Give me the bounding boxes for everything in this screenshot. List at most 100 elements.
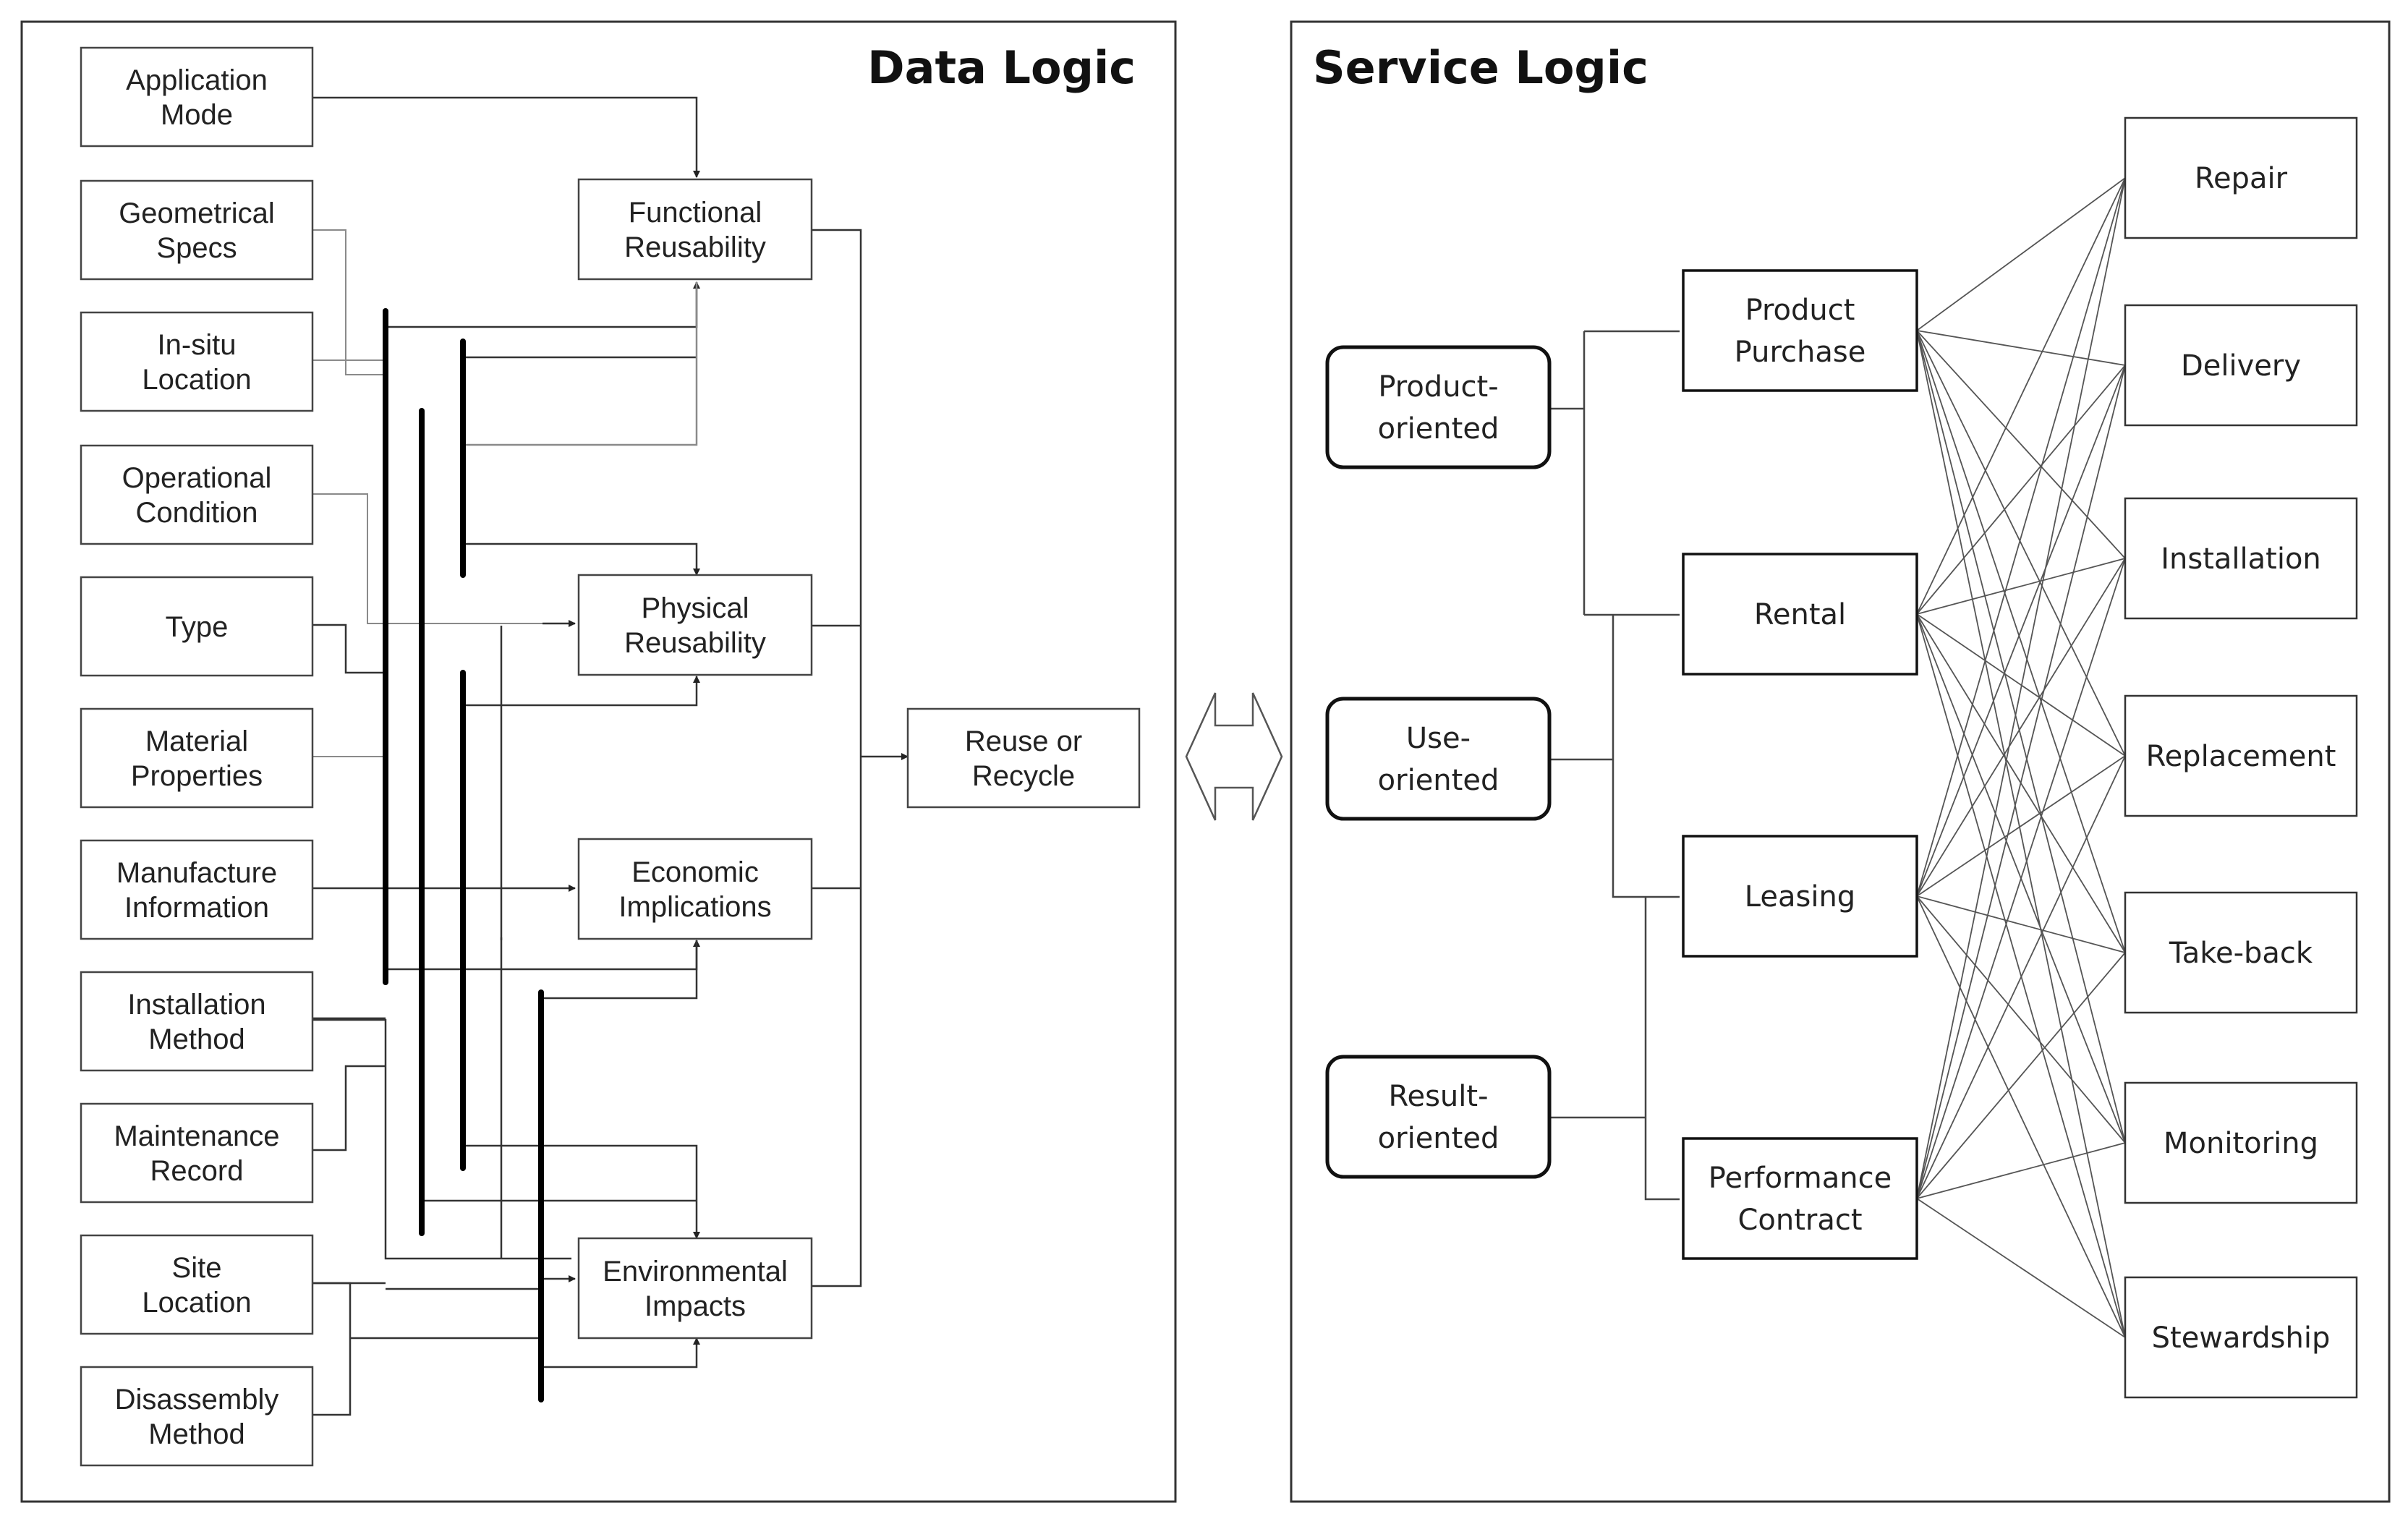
model-box-purchase-frame bbox=[1682, 269, 1918, 392]
input-box-app-mode-label-line: Mode bbox=[161, 99, 233, 131]
input-box-app-mode-label-line: Application bbox=[126, 64, 268, 96]
service-logic-title: Service Logic bbox=[1313, 41, 1648, 94]
input-box-in-situ-label-line: In-situ bbox=[158, 329, 237, 361]
input-box-manufacture-label-line: Manufacture bbox=[116, 857, 277, 889]
input-box-type-frame bbox=[80, 576, 314, 677]
model-box-performance-frame bbox=[1682, 1137, 1918, 1260]
service-box-installation-frame bbox=[2124, 497, 2358, 620]
outcome-box-environmental-frame bbox=[577, 1237, 813, 1340]
model-box-leasing: Leasing bbox=[1682, 835, 1918, 958]
model-box-leasing-label-line: Leasing bbox=[1745, 880, 1855, 914]
orientation-box-result-oriented-frame bbox=[1325, 1055, 1552, 1179]
service-box-takeback-label-line: Take-back bbox=[2169, 937, 2313, 970]
cross-link-line bbox=[1916, 330, 2126, 1144]
input-box-geo-specs-frame bbox=[80, 179, 314, 281]
input-box-install-method-frame bbox=[80, 971, 314, 1072]
input-box-material-label-line: Properties bbox=[131, 760, 263, 792]
input-box-in-situ-label-line: Location bbox=[142, 364, 251, 396]
input-box-disassembly-frame bbox=[80, 1366, 314, 1467]
data-logic-bus-bars bbox=[383, 308, 544, 1402]
service-box-installation: Installation bbox=[2124, 497, 2358, 620]
outcome-box-physical-label-line: Reusability bbox=[624, 627, 766, 659]
model-box-leasing-frame bbox=[1682, 835, 1918, 958]
input-box-type-label-line: Type bbox=[166, 611, 229, 643]
service-box-repair: Repair bbox=[2124, 116, 2358, 239]
service-box-delivery-frame bbox=[2124, 304, 2358, 427]
service-box-monitoring-label-line: Monitoring bbox=[2164, 1127, 2318, 1160]
model-box-purchase-label-line: Product bbox=[1745, 294, 1855, 327]
cross-link-line bbox=[1916, 330, 2126, 559]
data-logic-title: Data Logic bbox=[867, 41, 1136, 94]
service-logic-connectors bbox=[1549, 330, 1680, 1201]
reuse-or-recycle-box-label-line: Reuse or bbox=[965, 725, 1082, 757]
cross-link-line bbox=[1916, 365, 2126, 615]
model-box-purchase-label-line: Purchase bbox=[1735, 336, 1866, 369]
service-box-replacement-label-line: Replacement bbox=[2146, 740, 2336, 773]
cross-link-line bbox=[1916, 177, 2126, 615]
input-box-manufacture-label-line: Information bbox=[124, 892, 269, 924]
orientation-box-result-oriented-label-line: oriented bbox=[1378, 1122, 1499, 1155]
input-box-material-label-line: Material bbox=[145, 725, 248, 757]
cross-link-line bbox=[1916, 330, 2126, 366]
outcome-box-economic-label-line: Economic bbox=[631, 856, 759, 888]
model-box-performance-label-line: Contract bbox=[1737, 1204, 1862, 1237]
input-box-install-method-label-line: Method bbox=[148, 1023, 244, 1055]
input-box-op-cond-label-line: Operational bbox=[122, 462, 272, 494]
orientation-box-product-oriented-frame bbox=[1325, 345, 1552, 469]
bidirectional-arrow-icon bbox=[1185, 692, 1283, 821]
model-box-performance-label-line: Performance bbox=[1709, 1162, 1892, 1195]
cross-link-line bbox=[1916, 1198, 2126, 1338]
cross-link-line bbox=[1916, 365, 2126, 1199]
outcome-box-functional-frame bbox=[577, 178, 813, 281]
input-box-in-situ-frame bbox=[80, 311, 314, 412]
orientation-box-result-oriented-label-line: Result- bbox=[1388, 1080, 1488, 1113]
orientation-box-use-oriented-label-line: oriented bbox=[1378, 764, 1499, 797]
input-box-disassembly-label-line: Disassembly bbox=[115, 1384, 279, 1416]
cross-link-line bbox=[1916, 558, 2126, 1199]
orientation-box-product-oriented: Product-oriented bbox=[1325, 345, 1552, 469]
cross-link-line bbox=[1916, 755, 2126, 897]
data-logic-connectors bbox=[312, 96, 909, 1416]
model-box-rental: Rental bbox=[1682, 553, 1918, 676]
input-box-site-location-frame bbox=[80, 1234, 314, 1335]
input-box-geo-specs-label-line: Geometrical bbox=[119, 197, 275, 229]
service-box-takeback: Take-back bbox=[2124, 891, 2358, 1014]
cross-link-line bbox=[1916, 558, 2126, 615]
cross-link-line bbox=[1916, 895, 2126, 953]
service-box-monitoring: Monitoring bbox=[2124, 1081, 2358, 1204]
service-box-delivery-label-line: Delivery bbox=[2181, 349, 2301, 383]
cross-link-line bbox=[1916, 177, 2126, 1199]
orientation-box-use-oriented-frame bbox=[1325, 697, 1552, 821]
orientation-box-use-oriented-label-line: Use- bbox=[1406, 722, 1471, 755]
cross-link-line bbox=[1916, 177, 2126, 897]
model-box-rental-label-line: Rental bbox=[1754, 598, 1846, 631]
input-box-type: Type bbox=[80, 576, 314, 677]
cross-link-line bbox=[1916, 895, 2126, 1338]
outcome-box-environmental-label-line: Environmental bbox=[603, 1256, 788, 1287]
service-box-monitoring-frame bbox=[2124, 1081, 2358, 1204]
input-box-maint-record-label-line: Maintenance bbox=[114, 1120, 279, 1152]
cross-link-line bbox=[1916, 1142, 2126, 1199]
input-box-site-location-label-line: Site bbox=[172, 1252, 222, 1284]
service-box-stewardship-label-line: Stewardship bbox=[2152, 1321, 2331, 1355]
cross-link-line bbox=[1916, 755, 2126, 1199]
orientation-box-product-oriented-label-line: oriented bbox=[1378, 412, 1499, 446]
input-box-manufacture-frame bbox=[80, 839, 314, 940]
outcome-box-economic-frame bbox=[577, 838, 813, 940]
